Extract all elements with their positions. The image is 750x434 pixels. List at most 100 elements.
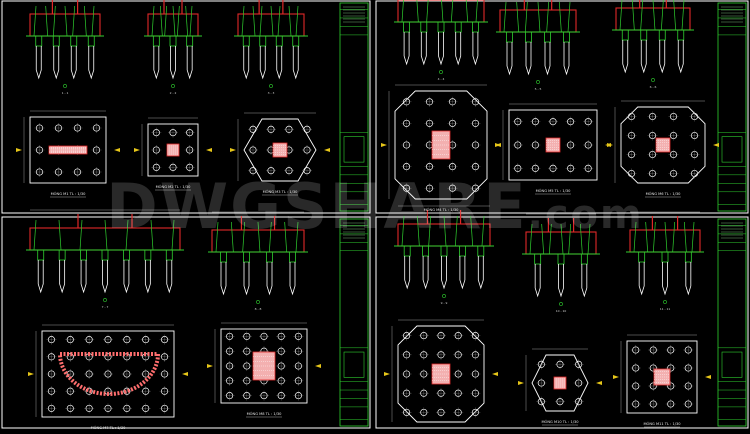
section-view-tr-2 (496, 0, 580, 76)
pile-head (506, 31, 513, 43)
axis-marker-left (207, 364, 213, 368)
pile-shaft (420, 32, 427, 66)
plan-view-tr-1 (381, 84, 501, 200)
title-block-stamp-box (721, 351, 743, 378)
pile-shaft (243, 262, 250, 296)
pile-head (152, 35, 160, 47)
rebar-bar (673, 0, 677, 31)
pile-head (658, 29, 666, 41)
section-label-tl-2: 2 - 2 (170, 91, 177, 95)
axis-marker-right (705, 375, 711, 379)
title-block-bl (339, 218, 369, 427)
rebar-bar (516, 1, 520, 33)
pile-shaft (59, 260, 66, 294)
rebar-bar (159, 5, 163, 37)
title-block-tl (339, 2, 369, 212)
pile-head (403, 21, 411, 33)
rebar-bar (79, 219, 83, 251)
rebar-bar (631, 0, 635, 31)
pile-shaft (186, 46, 193, 80)
plan-title-tr-2: MÓNG M5 TL : 1/30 (536, 188, 572, 193)
cap-plan-rect (41, 330, 175, 418)
axis-marker-left (16, 148, 22, 152)
rebar-bar (33, 5, 37, 37)
pile-head (557, 253, 565, 265)
section-label-bl-1: 7 - 7 (102, 305, 109, 309)
pile-head (144, 249, 152, 261)
pile-shaft (276, 46, 283, 80)
rebar-bar (652, 0, 656, 31)
section-view-tl-2 (144, 0, 202, 80)
pile-head (403, 245, 411, 257)
rebar-bar (681, 0, 685, 31)
rebar-bar (252, 5, 256, 37)
rebar-bar (284, 221, 288, 253)
pile-head (80, 249, 87, 261)
cap-plan-octagon (620, 106, 706, 184)
pile-shaft (35, 46, 42, 80)
rebar-bar (560, 223, 564, 255)
rebar-bar (91, 5, 95, 37)
rebar-bar (33, 219, 37, 251)
rebar-bar (151, 5, 155, 37)
axis-marker-left (28, 372, 34, 376)
rebar-bar (441, 0, 444, 23)
pile-head (684, 251, 692, 263)
axis-marker-right (492, 372, 498, 376)
rebar-bar (176, 5, 180, 37)
pile-head (70, 35, 78, 47)
pile-head (289, 251, 296, 263)
plan-title-tr-3: MÓNG M6 TL : 1/30 (646, 191, 682, 196)
axis-marker-right (713, 143, 719, 147)
plan-title-tr-1: MÓNG M4 TL : 1/30 (424, 207, 460, 212)
section-label-br-3: 11 - 11 (660, 307, 671, 311)
pile-shaft (422, 256, 429, 290)
rebar-bar (619, 0, 623, 31)
pile-head (534, 253, 542, 265)
pile-head (123, 249, 130, 261)
rebar-bar (691, 221, 695, 253)
axis-marker-right (206, 148, 212, 152)
rebar-bar (672, 221, 676, 253)
rebar-bar (587, 223, 591, 255)
section-label-br-1: 9 - 9 (441, 301, 448, 305)
cap-plan-octagon (394, 90, 488, 200)
plan-view-tl-3 (230, 112, 330, 182)
rebar-bar (58, 219, 62, 251)
rebar-bar (568, 223, 572, 255)
pile-head (437, 21, 445, 33)
rebar-bar (83, 5, 87, 37)
pile-shaft (455, 32, 462, 66)
axis-marker-right (315, 364, 321, 368)
pile-shaft (144, 260, 151, 294)
plan-title-tl-2: MÓNG M2 TL : 1/30 (156, 184, 192, 189)
section-view-tl-1 (26, 0, 104, 80)
pile-head (544, 31, 551, 43)
pile-head (275, 35, 283, 47)
plan-view-bl-1 (28, 324, 188, 418)
title-blocks (339, 2, 747, 427)
rebar-bar (268, 221, 272, 253)
rebar-bar (548, 223, 552, 255)
section-marker (536, 80, 540, 84)
rebar-bar (185, 5, 189, 37)
axis-marker-left (134, 148, 140, 152)
rebar-bar (416, 215, 420, 247)
pile-head (422, 245, 430, 257)
section-view-br-3 (626, 211, 704, 296)
section-label-tr-2: 5 - 5 (535, 87, 542, 91)
rebar-bar (450, 0, 454, 23)
cap-plan-octagon (397, 325, 485, 423)
rebar-bar (546, 1, 550, 33)
rebar-bar (150, 219, 154, 251)
pile-shaft (37, 260, 44, 294)
pile-shaft (544, 42, 551, 76)
axis-marker-left (384, 372, 390, 376)
axis-marker-right (182, 372, 188, 376)
pile-shaft (80, 260, 87, 294)
pile-head (477, 245, 485, 257)
axis-marker-left (495, 143, 501, 147)
